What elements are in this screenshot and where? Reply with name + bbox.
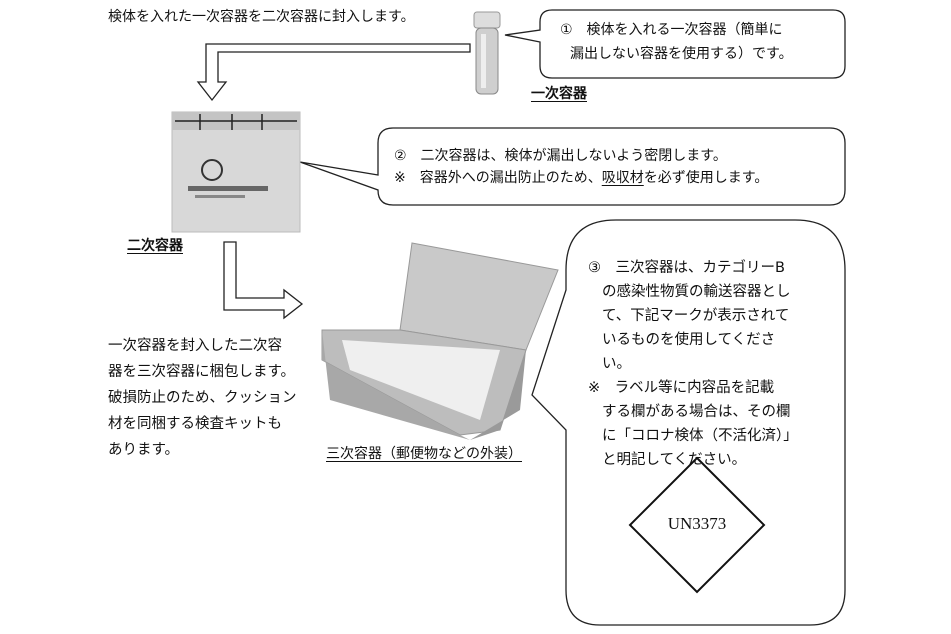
packing-line: あります。 bbox=[108, 442, 180, 458]
callout-1-text: ① 検体を入れる一次容器（簡単に 漏出しない容器を使用する）です。 bbox=[560, 18, 793, 66]
tertiary-container-label: 三次容器（郵便物などの外装） bbox=[326, 446, 522, 462]
absorbent-highlight: 吸収材 bbox=[601, 170, 644, 186]
packing-line: 破損防止のため、クッション bbox=[108, 390, 297, 406]
packing-line: 器を三次容器に梱包します。 bbox=[108, 364, 296, 380]
primary-container-label: 一次容器 bbox=[531, 86, 587, 102]
un3373-diamond bbox=[628, 456, 766, 594]
packing-text: 一次容器を封入した二次容 器を三次容器に梱包します。 破損防止のため、クッション… bbox=[108, 333, 297, 463]
packing-line: 一次容器を封入した二次容 bbox=[108, 338, 282, 354]
callout-3-line: い。 bbox=[602, 356, 631, 372]
tertiary-container-image bbox=[321, 242, 559, 440]
callout-3-line: に「コロナ検体（不活化済）」 bbox=[602, 428, 798, 444]
text: を必ず使用します。 bbox=[643, 170, 769, 186]
callout-3-line: する欄がある場合は、その欄 bbox=[602, 404, 791, 420]
callout-2-border bbox=[299, 127, 846, 206]
callout-3-border bbox=[531, 219, 846, 626]
primary-container-image bbox=[473, 11, 501, 95]
packing-line: 材を同梱する検査キットも bbox=[108, 416, 282, 432]
arrow-to-secondary bbox=[196, 43, 471, 102]
callout-2-text: ② 二次容器は、検体が漏出しないよう密閉します。 ※ 容器外への漏出防止のため、… bbox=[394, 145, 768, 189]
callout-2-line: ※ 容器外への漏出防止のため、吸収材を必ず使用します。 bbox=[394, 167, 768, 189]
callout-2-line: ② 二次容器は、検体が漏出しないよう密閉します。 bbox=[394, 148, 727, 164]
callout-3-line: の感染性物質の輸送容器とし bbox=[602, 284, 791, 300]
callout-3-line: ③ 三次容器は、カテゴリーB bbox=[588, 260, 785, 276]
callout-3-text: ③ 三次容器は、カテゴリーB の感染性物質の輸送容器とし て、下記マークが表示さ… bbox=[588, 256, 798, 472]
callout-1-line: 漏出しない容器を使用する）です。 bbox=[570, 46, 793, 62]
callout-3-line: と明記してください。 bbox=[602, 452, 747, 468]
callout-3-line: ※ ラベル等に内容品を記載 bbox=[588, 380, 775, 396]
callout-1-line: ① 検体を入れる一次容器（簡単に bbox=[560, 22, 783, 38]
secondary-container-image bbox=[171, 111, 301, 233]
intro-text: 検体を入れた一次容器を二次容器に封入します。 bbox=[108, 9, 415, 25]
callout-1-border bbox=[504, 9, 846, 79]
callout-3-line: て、下記マークが表示されて bbox=[602, 308, 790, 324]
text: ※ 容器外への漏出防止のため、 bbox=[394, 170, 602, 186]
un3373-label: UN3373 bbox=[667, 514, 727, 533]
secondary-container-label: 二次容器 bbox=[127, 238, 183, 254]
callout-3-line: いるものを使用してくださ bbox=[602, 332, 776, 348]
arrow-to-tertiary bbox=[223, 241, 304, 320]
